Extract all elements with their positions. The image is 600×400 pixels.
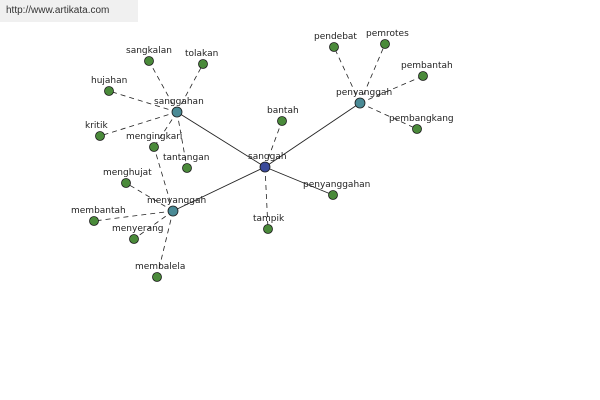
site-url[interactable]: http://www.artikata.com — [6, 5, 110, 16]
node-label-pemrotes: pemrotes — [366, 29, 409, 39]
edge-menyanggah-membantah — [93, 210, 174, 222]
edge-menyanggah-menghujat — [125, 182, 174, 212]
nodes-layer — [89, 39, 428, 282]
edge-sanggah-penyanggah — [264, 102, 361, 168]
edge-menyanggah-menyerang — [133, 210, 174, 240]
node-label-mengingkari: mengingkari — [126, 132, 182, 142]
node-label-menyerang: menyerang — [112, 224, 164, 234]
edge-sanggah-penyanggahan — [264, 166, 334, 196]
node-label-pembantah: pembantah — [401, 61, 453, 71]
node-label-sanggahan: sanggahan — [154, 97, 204, 107]
url-banner: http://www.artikata.com — [0, 0, 138, 22]
edges-layer — [93, 43, 424, 278]
node-label-pendebat: pendebat — [314, 32, 357, 42]
node-hujahan[interactable] — [104, 86, 114, 96]
node-sanggah[interactable] — [259, 161, 271, 173]
node-label-tolakan: tolakan — [185, 49, 218, 59]
node-menyerang[interactable] — [129, 234, 139, 244]
edge-penyanggah-pembantah — [359, 75, 424, 104]
node-label-bantah: bantah — [267, 106, 299, 116]
edge-sanggahan-mengingkari — [153, 111, 178, 148]
node-tantangan[interactable] — [182, 163, 192, 173]
node-pembangkang[interactable] — [412, 124, 422, 134]
edge-sanggah-sanggahan — [176, 111, 266, 168]
edge-sanggahan-tolakan — [176, 63, 204, 113]
node-label-kritik: kritik — [85, 121, 108, 131]
node-label-menghujat: menghujat — [103, 168, 152, 178]
node-mengingkari[interactable] — [149, 142, 159, 152]
labels-layer: sanggah sanggahan penyanggah menyanggah peny… — [71, 29, 454, 272]
node-sangkalan[interactable] — [144, 56, 154, 66]
node-tolakan[interactable] — [198, 59, 208, 69]
node-menyanggah[interactable] — [167, 205, 179, 217]
node-pendebat[interactable] — [329, 42, 339, 52]
edge-sanggahan-sangkalan — [148, 60, 178, 113]
node-sanggahan[interactable] — [171, 106, 183, 118]
node-membantah[interactable] — [89, 216, 99, 226]
node-pembantah[interactable] — [418, 71, 428, 81]
node-label-tampik: tampik — [253, 214, 285, 224]
node-label-penyanggahan: penyanggahan — [303, 180, 370, 190]
node-penyanggah[interactable] — [354, 97, 366, 109]
node-label-hujahan: hujahan — [91, 76, 127, 86]
edge-sanggah-menyanggah — [172, 166, 266, 212]
edge-sanggah-bantah — [264, 120, 283, 168]
edge-sanggahan-tantangan — [176, 111, 188, 169]
node-penyanggahan[interactable] — [328, 190, 338, 200]
node-label-pembangkang: pembangkang — [389, 114, 454, 124]
node-label-membantah: membantah — [71, 206, 126, 216]
edge-menyanggah-membalela — [156, 210, 174, 278]
edge-menyanggah-mengingkari — [153, 146, 174, 212]
node-tampik[interactable] — [263, 224, 273, 234]
edge-sanggahan-hujahan — [108, 90, 178, 113]
node-kritik[interactable] — [95, 131, 105, 141]
node-label-sanggah: sanggah — [248, 152, 287, 162]
edge-penyanggah-pendebat — [333, 46, 361, 104]
node-bantah[interactable] — [277, 116, 287, 126]
node-label-penyanggah: penyanggah — [336, 88, 392, 98]
node-pemrotes[interactable] — [380, 39, 390, 49]
node-label-sangkalan: sangkalan — [126, 46, 172, 56]
edge-penyanggah-pembangkang — [359, 102, 418, 130]
edge-penyanggah-pemrotes — [359, 43, 386, 104]
node-membalela[interactable] — [152, 272, 162, 282]
node-label-membalela: membalela — [135, 262, 185, 272]
edge-sanggahan-kritik — [99, 111, 178, 137]
edge-sanggah-tampik — [264, 166, 269, 230]
node-menghujat[interactable] — [121, 178, 131, 188]
node-label-menyanggah: menyanggah — [147, 196, 206, 206]
node-label-tantangan: tantangan — [163, 153, 209, 163]
